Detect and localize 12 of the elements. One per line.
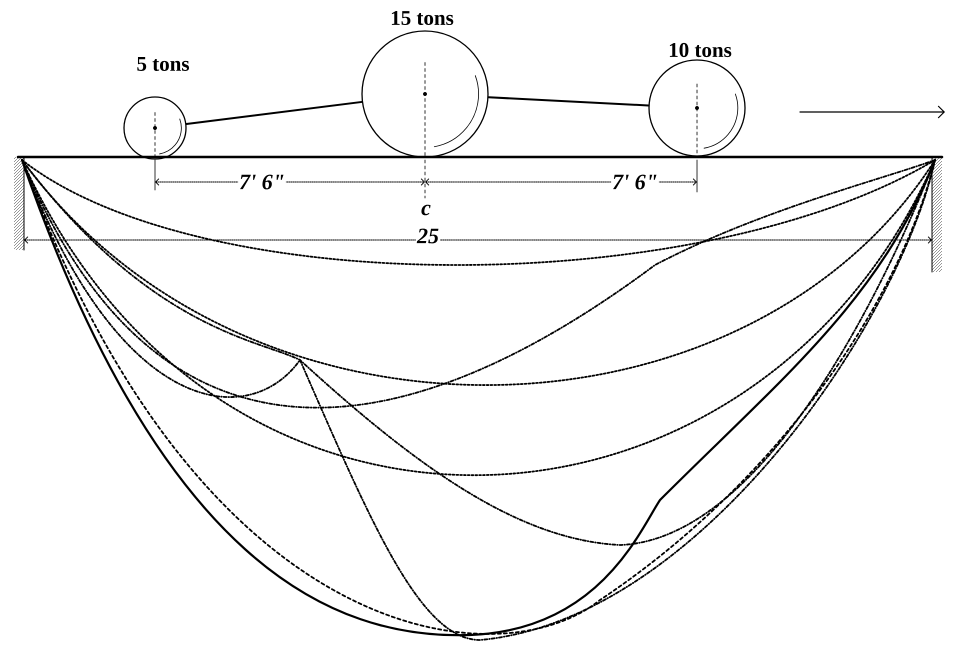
connecting-rod <box>488 96 650 106</box>
load-wheel: 5 tons <box>123 57 190 160</box>
connecting-rod <box>185 100 363 126</box>
dimension-label: 7' 6" <box>611 174 659 190</box>
dimension-label: 7' 6" <box>238 174 286 190</box>
node-label: 15 tons <box>392 10 454 26</box>
node-label: 5 tons <box>137 57 190 71</box>
load-wheel: 15 tons <box>361 10 489 158</box>
dimension-label: 25 <box>416 228 440 244</box>
point-label: c <box>420 204 432 216</box>
load-wheel: 10 tons <box>648 42 746 157</box>
node-label: 10 tons <box>670 42 732 58</box>
